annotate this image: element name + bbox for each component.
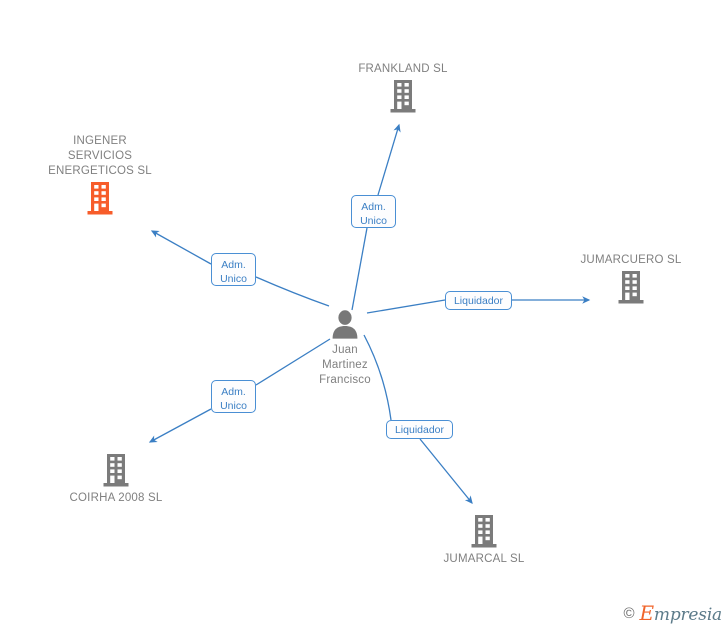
empresia-logo-rest: mpresia [653,605,722,625]
node-person-juan-martinez-francisco[interactable]: Juan Martinez Francisco [265,310,425,388]
person-icon [265,310,425,339]
node-label-person: Juan Martinez Francisco [319,344,371,386]
edge-label-to-jumarcal[interactable]: Liquidador [386,420,453,439]
node-label-jumarcuero: JUMARCUERO SL [580,254,682,266]
empresia-watermark: © Empresia [623,603,722,624]
node-label-frankland: FRANKLAND SL [358,63,448,75]
copyright-icon: © [623,605,635,622]
building-icon [36,454,196,487]
node-company-frankland-sl[interactable]: FRANKLAND SL [323,62,483,113]
node-label-ingener: INGENER SERVICIOS ENERGETICOS SL [48,135,152,177]
building-icon [20,182,180,215]
empresia-logo: Empresia [640,603,723,624]
empresia-logo-initial: E [639,601,655,625]
edge-label-to-frankland[interactable]: Adm. Unico [351,195,396,228]
building-icon [551,271,711,304]
building-icon [323,80,483,113]
node-company-coirha-2008-sl[interactable]: COIRHA 2008 SL [36,454,196,506]
edge-label-to-coirha[interactable]: Adm. Unico [211,380,256,413]
node-label-coirha: COIRHA 2008 SL [69,492,163,504]
node-company-jumarcal-sl[interactable]: JUMARCAL SL [404,515,564,567]
node-label-jumarcal: JUMARCAL SL [443,553,525,565]
edge-label-to-ingener[interactable]: Adm. Unico [211,253,256,286]
node-company-jumarcuero-sl[interactable]: JUMARCUERO SL [551,253,711,304]
edge-label-to-jumarcuero[interactable]: Liquidador [445,291,512,310]
building-icon [404,515,564,548]
node-company-ingener-servicios-energeticos-sl[interactable]: INGENER SERVICIOS ENERGETICOS SL [20,134,180,215]
